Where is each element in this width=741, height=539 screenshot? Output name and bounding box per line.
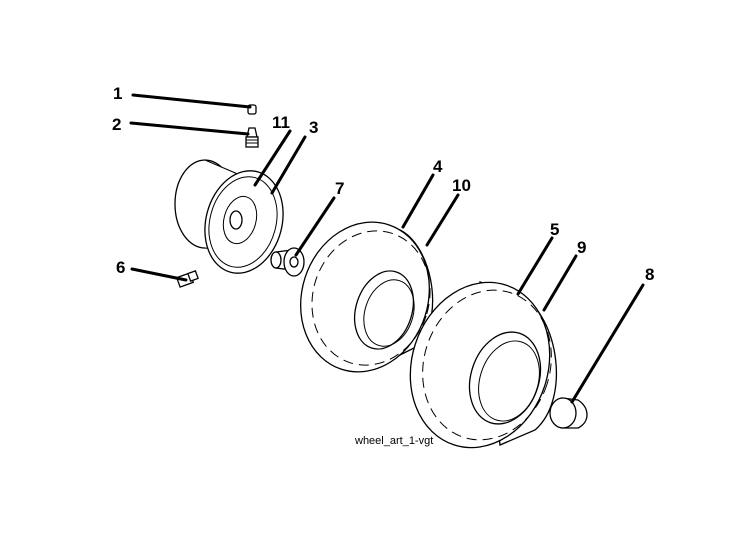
callout-9: 9 bbox=[577, 238, 586, 257]
callout-10: 10 bbox=[452, 176, 471, 195]
callout-labels: 1 2 11 3 7 6 4 10 5 9 8 bbox=[112, 84, 654, 284]
leader-4 bbox=[401, 173, 435, 229]
callout-7: 7 bbox=[335, 179, 344, 198]
part-bushing bbox=[270, 247, 305, 277]
leader-2 bbox=[129, 121, 250, 136]
callout-4: 4 bbox=[433, 157, 443, 176]
callout-11: 11 bbox=[272, 113, 290, 132]
part-rear-tire bbox=[409, 281, 558, 449]
callout-3: 3 bbox=[309, 118, 318, 137]
leader-10 bbox=[425, 193, 460, 247]
leader-1 bbox=[131, 93, 252, 109]
leader-8 bbox=[570, 283, 645, 404]
leader-3 bbox=[270, 135, 307, 195]
callout-1: 1 bbox=[113, 84, 122, 103]
part-rim bbox=[174, 159, 284, 274]
leader-9 bbox=[542, 254, 578, 312]
callout-2: 2 bbox=[112, 115, 121, 134]
part-hub-cap bbox=[549, 397, 588, 429]
leader-lines bbox=[129, 93, 645, 404]
callout-6: 6 bbox=[116, 258, 125, 277]
callout-5: 5 bbox=[550, 220, 559, 239]
part-valve-stem bbox=[245, 127, 259, 148]
callout-8: 8 bbox=[645, 265, 654, 284]
leader-7 bbox=[294, 196, 336, 257]
figure-caption: wheel_art_1-vgt bbox=[354, 435, 433, 447]
leader-11 bbox=[253, 129, 292, 187]
leader-5 bbox=[516, 236, 554, 296]
part-front-tire bbox=[299, 221, 434, 373]
leader-6 bbox=[130, 267, 188, 282]
